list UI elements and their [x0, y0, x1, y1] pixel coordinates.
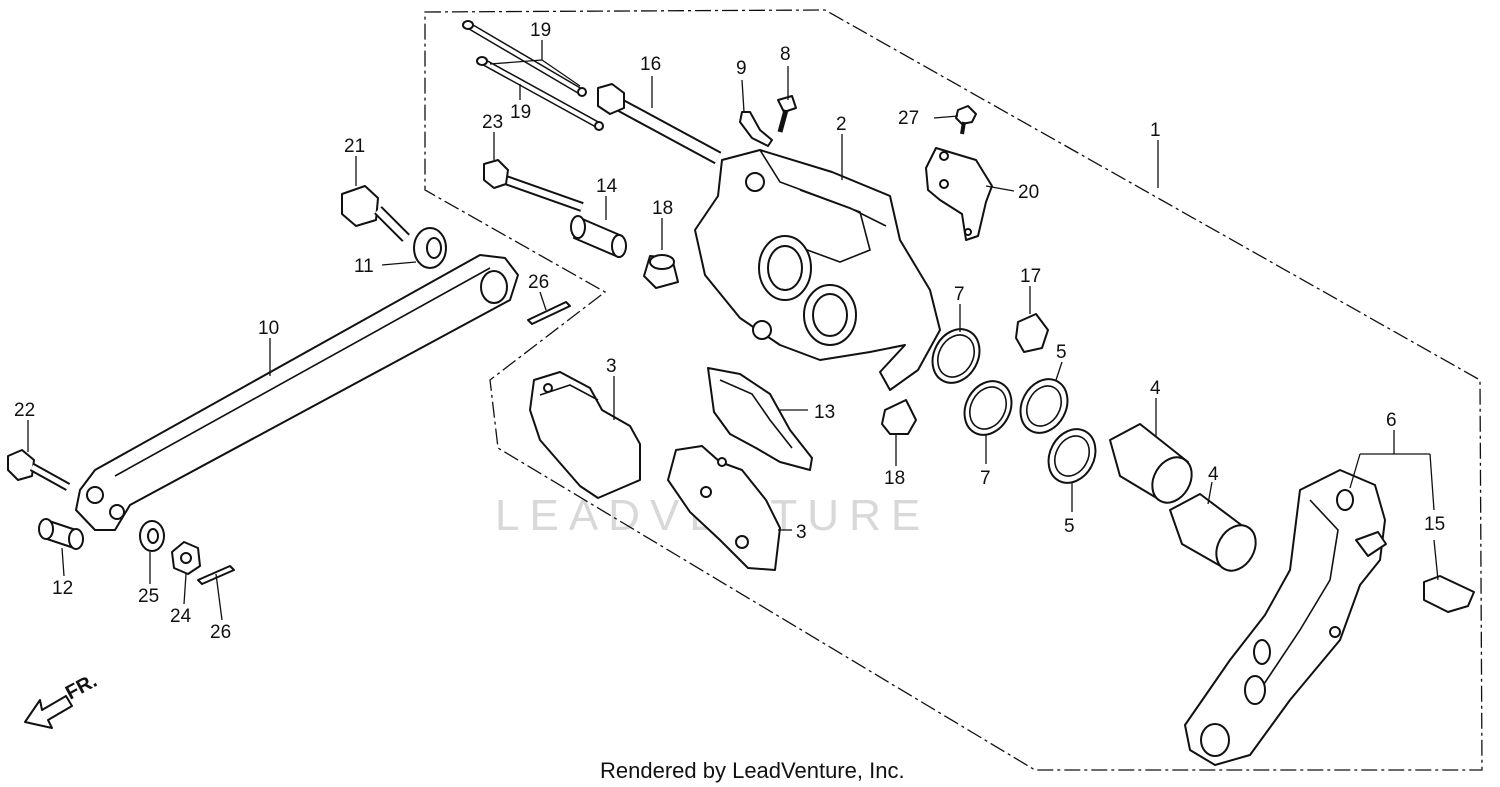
- leader-lines: [27, 40, 1439, 621]
- seal-5-upper: [1019, 378, 1069, 434]
- callout-9: 9: [736, 58, 747, 79]
- callout-19b: 19: [510, 102, 531, 123]
- brake-pad-3-upper: [529, 371, 641, 499]
- callout-24: 24: [170, 606, 192, 627]
- callout-26b: 26: [210, 622, 231, 643]
- callout-11: 11: [354, 256, 374, 277]
- collar-12: [38, 518, 84, 550]
- callout-13: 13: [814, 402, 835, 423]
- callout-17: 17: [1020, 266, 1041, 287]
- piston-4-upper: [1109, 423, 1193, 504]
- cotter-pin-26-upper: [527, 301, 571, 325]
- callout-20: 20: [1018, 182, 1039, 203]
- bleeder-8: [777, 95, 797, 133]
- callout-12: 12: [52, 578, 73, 599]
- callout-19a: 19: [530, 20, 551, 41]
- torque-link-10: [75, 254, 519, 531]
- clip-9: [739, 111, 773, 147]
- callout-18b: 18: [884, 468, 905, 489]
- callout-27: 27: [898, 108, 919, 129]
- callout-1: 1: [1150, 120, 1161, 141]
- callout-10: 10: [258, 318, 279, 339]
- callout-3a: 3: [606, 356, 617, 377]
- piston-4-lower: [1169, 493, 1257, 572]
- pin-19-upper: [462, 20, 587, 97]
- boot-17: [1015, 313, 1049, 353]
- callout-4a: 4: [1150, 378, 1161, 399]
- bolt-16: [597, 83, 722, 165]
- pin-19-lower: [476, 56, 604, 131]
- callout-15: 15: [1424, 514, 1445, 535]
- callout-7b: 7: [980, 468, 991, 489]
- callout-25: 25: [138, 586, 159, 607]
- callout-18a: 18: [652, 198, 673, 219]
- bolt-22: [7, 449, 71, 491]
- bracket-6: [1184, 469, 1387, 766]
- washer-25: [139, 520, 165, 552]
- callout-14: 14: [596, 176, 618, 197]
- callout-2: 2: [836, 114, 847, 135]
- seal-5-lower: [1047, 428, 1097, 484]
- front-direction-arrow-icon: [24, 695, 73, 729]
- seal-7-lower: [963, 380, 1013, 436]
- callout-3b: 3: [796, 522, 807, 543]
- bolt-23: [483, 159, 584, 212]
- clip-15: [1423, 575, 1475, 613]
- callout-22: 22: [14, 400, 35, 421]
- caliper-body-2: [694, 149, 941, 391]
- footer-credit: Rendered by LeadVenture, Inc.: [600, 758, 905, 783]
- callout-23: 23: [482, 112, 503, 133]
- callout-8: 8: [780, 44, 791, 65]
- sleeve-14: [570, 215, 627, 258]
- callout-6: 6: [1386, 410, 1397, 431]
- bolt-21: [341, 185, 410, 242]
- callout-21: 21: [344, 136, 365, 157]
- seal-7-upper: [931, 328, 981, 384]
- boot-18-lower: [881, 399, 917, 435]
- callout-4b: 4: [1208, 464, 1219, 485]
- plate-20: [925, 147, 993, 241]
- brake-pad-3-lower: [667, 445, 781, 571]
- boot-18-upper: [643, 254, 679, 289]
- nut-24: [171, 541, 201, 575]
- spring-13: [707, 367, 813, 471]
- callout-5a: 5: [1056, 342, 1067, 363]
- callout-7a: 7: [954, 284, 965, 305]
- screw-27: [955, 105, 977, 135]
- seal-11: [413, 227, 447, 269]
- callout-26a: 26: [528, 272, 549, 293]
- callout-5b: 5: [1064, 516, 1075, 537]
- assembly-boundary: [424, 9, 1483, 771]
- callout-16: 16: [640, 54, 661, 75]
- callouts: 19 19 16 9 8 2 27 1 20 23 14 18 21 11 26…: [14, 20, 1445, 643]
